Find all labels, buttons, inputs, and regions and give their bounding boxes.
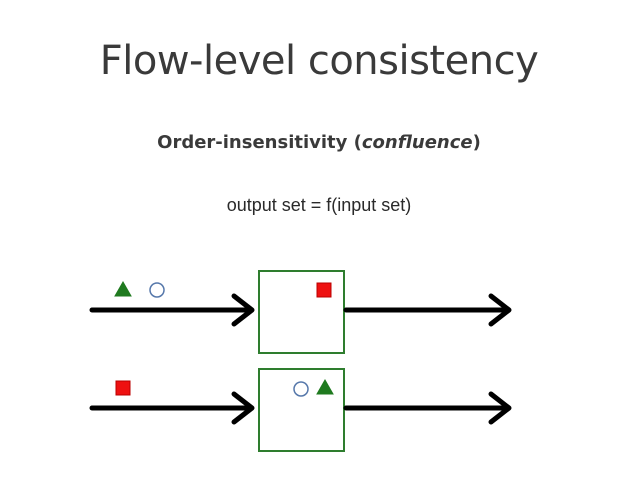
row-2-box-circle [293,381,309,397]
slide-title: Flow-level consistency [99,38,539,84]
row-2-box [258,368,345,452]
row-2 [89,368,512,452]
formula: output set = f(input set) [226,195,412,215]
row-1-box-square [316,282,332,298]
row-2-output-arrow-head [488,391,512,425]
row-1-input-circle [149,282,165,298]
row-2-input-arrow-head [231,391,255,425]
row-1 [89,270,512,354]
row-1-output-arrow-head [488,293,512,327]
row-1-input-triangle [114,280,132,297]
subtitle: Order-insensitivity (confluence) [0,129,638,157]
subtitle-main: Order-insensitivity ( [157,132,362,153]
subtitle-close: ) [472,132,481,153]
subtitle-emphasis: confluence [361,132,473,153]
row-2-input-square [115,380,131,396]
row-1-input-arrow-head [231,293,255,327]
row-2-box-triangle [316,378,334,395]
